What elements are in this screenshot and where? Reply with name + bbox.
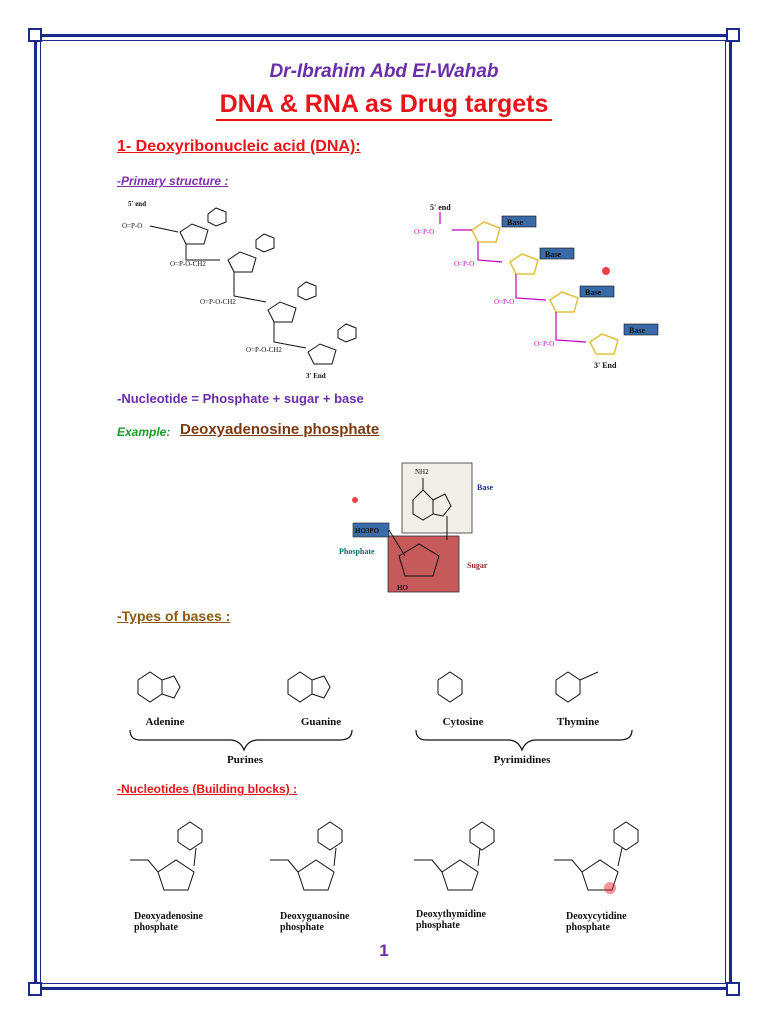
nucleotide-label-dcp: Deoxycytidine phosphate xyxy=(566,911,666,933)
base-label: Base xyxy=(477,483,493,492)
label-3-end: 3' End xyxy=(306,372,326,380)
base-name-thymine: Thymine xyxy=(556,716,600,728)
svg-text:O=P-O: O=P-O xyxy=(122,222,142,230)
page-title-text: DNA & RNA as Drug targets xyxy=(215,90,553,121)
svg-text:HO: HO xyxy=(397,584,408,592)
nucleotide-name-1: Deoxyadenosine xyxy=(134,911,203,922)
label-5-end-right: 5' end xyxy=(430,203,451,212)
phosphate-label: Phosphate xyxy=(339,547,375,556)
corner-ornament-tl xyxy=(28,28,42,42)
nucleotide-name-2: Deoxyguanosine xyxy=(280,911,350,922)
nucleotide-word-3: phosphate xyxy=(416,920,460,931)
corner-ornament-bl xyxy=(28,982,42,996)
nucleotide-word-4: phosphate xyxy=(566,922,610,933)
corner-ornament-br xyxy=(726,982,740,996)
base-label-1: Base xyxy=(507,218,523,227)
nucleotide-name-4: Deoxycytidine xyxy=(566,911,627,922)
nucleotide-label-dtp: Deoxythymidine phosphate xyxy=(416,909,516,931)
bases-structures xyxy=(137,671,599,703)
ho3po-label: HO3PO xyxy=(355,527,380,535)
deoxyadenosine-phosphate-diagram: NH2 HO3PO HO Base Phosphate Sugar xyxy=(339,462,493,593)
sugar-label: Sugar xyxy=(467,561,488,570)
svg-text:O=P-O: O=P-O xyxy=(534,340,554,348)
section-heading: 1- Deoxyribonucleic acid (DNA): xyxy=(117,138,361,155)
types-of-bases-heading: -Types of bases : xyxy=(117,608,231,624)
base-label-4: Base xyxy=(629,326,645,335)
nucleotide-name-3: Deoxythymidine xyxy=(416,909,486,920)
base-label-3: Base xyxy=(585,288,601,297)
base-name-adenine: Adenine xyxy=(145,716,185,728)
page-number: 1 xyxy=(379,941,389,960)
dna-strand-structure-left: 5' end O=P-O O=P-O-CH2 O=P-O-CH2 O=P-O-C… xyxy=(122,200,357,380)
corner-ornament-tr xyxy=(726,28,740,42)
pyrimidines-label: Pyrimidines xyxy=(493,754,551,766)
svg-text:O=P-O-CH2: O=P-O-CH2 xyxy=(246,346,282,354)
nucleotide-label-dgp: Deoxyguanosine phosphate xyxy=(280,911,380,933)
page-title: DNA & RNA as Drug targets xyxy=(0,90,768,121)
example-label: Example: xyxy=(117,425,171,439)
label-3-end-right: 3' End xyxy=(594,361,617,370)
svg-text:O=P-O: O=P-O xyxy=(454,260,474,268)
nucleotide-word-1: phosphate xyxy=(134,922,178,933)
label-5-end: 5' end xyxy=(128,200,146,208)
nucleotide-label-dap: Deoxyadenosine phosphate xyxy=(134,911,234,933)
page-border-outer xyxy=(34,34,732,990)
example-value: Deoxyadenosine phosphate xyxy=(180,421,380,438)
nucleotide-structures xyxy=(130,821,639,894)
nucleotides-heading: -Nucleotides (Building blocks) : xyxy=(117,782,298,796)
svg-text:O=P-O: O=P-O xyxy=(494,298,514,306)
svg-text:O=P-O: O=P-O xyxy=(414,228,434,236)
svg-text:O=P-O-CH2: O=P-O-CH2 xyxy=(170,260,206,268)
base-name-cytosine: Cytosine xyxy=(442,716,484,728)
nh2-label: NH2 xyxy=(415,468,429,476)
dna-strand-structure-right: 5' end 3' End O=P-O O=P-O O=P-O O=P-O Ba… xyxy=(414,203,659,370)
nucleotide-word-2: phosphate xyxy=(280,922,324,933)
svg-text:O=P-O-CH2: O=P-O-CH2 xyxy=(200,298,236,306)
base-label-2: Base xyxy=(545,250,561,259)
author-name: Dr-Ibrahim Abd El-Wahab xyxy=(269,61,499,82)
base-name-guanine: Guanine xyxy=(300,716,342,728)
page-border-inner xyxy=(40,40,726,984)
nucleotide-definition: -Nucleotide = Phosphate + sugar + base xyxy=(117,391,364,406)
base-group-braces xyxy=(129,729,633,752)
primary-structure-heading: -Primary structure : xyxy=(117,174,229,188)
purines-label: Purines xyxy=(226,754,264,766)
